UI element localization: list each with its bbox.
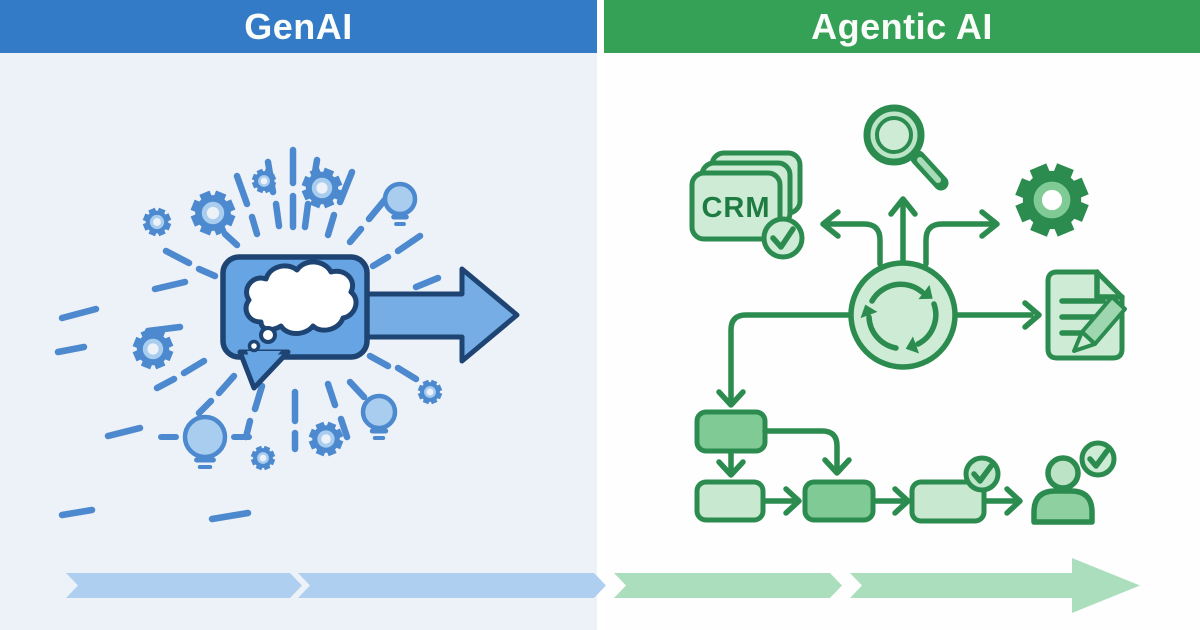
flow-box-2	[694, 479, 766, 523]
genai-title: GenAI	[244, 5, 353, 47]
bar-segment-3	[614, 573, 842, 598]
hub-side-connectors	[716, 300, 1042, 408]
gear-icon-green	[1015, 163, 1089, 237]
genai-illustration	[54, 146, 520, 523]
check-badge-icon	[1079, 440, 1117, 478]
hub-branch-connectors	[820, 196, 1000, 267]
check-badge-icon	[963, 455, 1001, 493]
thought-cloud-icon	[243, 259, 359, 336]
bar-segment-2	[298, 573, 606, 598]
progress-arrow-bar	[66, 558, 1140, 613]
crm-label: CRM	[701, 192, 770, 224]
gear-icons-blue	[132, 167, 443, 471]
cycle-hub-icon	[848, 260, 958, 370]
flow-box-1	[694, 409, 768, 454]
magnifier-icon	[863, 104, 949, 191]
check-badge-icon	[761, 216, 805, 260]
agentic-title: Agentic AI	[811, 5, 993, 47]
flow-box-3	[802, 479, 876, 523]
document-pencil-icon	[1045, 269, 1127, 361]
genai-header: GenAI	[0, 0, 597, 53]
agentic-header: Agentic AI	[604, 0, 1200, 53]
speech-bubble-icon	[220, 254, 370, 391]
agentic-illustration: CRM	[689, 104, 1127, 525]
bar-segment-1	[66, 573, 302, 598]
crm-stack-icon: CRM	[689, 150, 805, 260]
person-icon	[1031, 440, 1117, 525]
flowchart	[694, 409, 1117, 525]
lightbulb-icons-blue	[158, 181, 418, 469]
bar-segment-4-arrowhead	[850, 558, 1140, 613]
forward-arrow-icon	[357, 266, 520, 364]
